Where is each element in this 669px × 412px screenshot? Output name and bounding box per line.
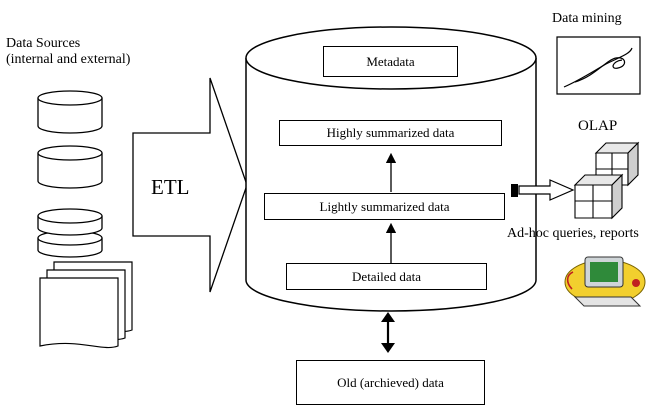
sources-title: Data Sources (internal and external): [6, 36, 130, 68]
olap-label: OLAP: [578, 118, 618, 134]
archive-double-arrow: [381, 312, 395, 353]
documents-icon: [39, 261, 133, 349]
lightly-summarized-box: Lightly summarized data: [264, 193, 505, 220]
data-mining-label: Data mining: [552, 11, 622, 26]
etl-arrow: [132, 77, 248, 293]
output-arrow: [511, 179, 575, 201]
database-icon-1: [37, 90, 103, 134]
highly-summarized-box: Highly summarized data: [279, 120, 502, 146]
computer-icon: [564, 256, 646, 307]
database-icon-2: [37, 145, 103, 189]
archive-box: Old (archieved) data: [296, 360, 485, 405]
sources-title-line2: (internal and external): [6, 52, 131, 68]
detailed-data-box: Detailed data: [286, 263, 487, 290]
metadata-box: Metadata: [323, 46, 458, 77]
database-icon-3: [37, 208, 103, 258]
olap-cube-icon: [573, 141, 640, 220]
sources-title-line1: Data Sources: [6, 36, 81, 51]
etl-label: ETL: [151, 175, 190, 199]
adhoc-label: Ad-hoc queries, reports: [507, 226, 639, 241]
data-mining-icon: [556, 36, 641, 95]
